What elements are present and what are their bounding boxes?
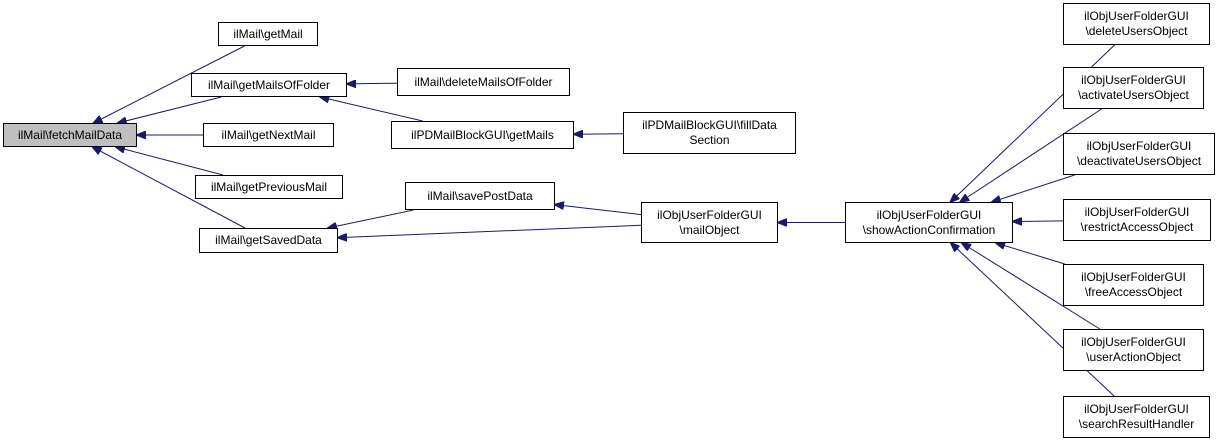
edge-getPreviousMail-to-fetchMailData: [116, 147, 224, 176]
edge-savePostData-to-getSavedData: [328, 209, 414, 228]
node-label-line: ilPDMailBlockGUI\fillData: [642, 118, 777, 132]
node-label-line: \userActionObject: [1086, 350, 1181, 364]
edge-deactivateUsersObject-to-showActionConfirmation: [992, 174, 1075, 202]
node-label-line: \showActionConfirmation: [862, 222, 996, 237]
node-label-line: ilMail\getNextMail: [221, 127, 316, 142]
node-ilobjuserfoldergui-restrictaccessobject[interactable]: ilObjUserFolderGUI \restrictAccessObject: [1063, 199, 1211, 241]
node-ilobjuserfoldergui-searchresulthandler[interactable]: ilObjUserFolderGUI \searchResultHandler: [1063, 396, 1210, 438]
node-label-line: \freeAccessObject: [1084, 285, 1183, 299]
node-label-line: ilObjUserFolderGUI: [876, 207, 982, 222]
edge-mailObject-to-getSavedData: [338, 224, 642, 237]
node-label-line: ilObjUserFolderGUI: [1084, 205, 1190, 219]
node-ilpdmailblockgui-getmails[interactable]: ilPDMailBlockGUI\getMails: [391, 121, 574, 149]
node-ilmail-deletemailsoffolder[interactable]: ilMail\deleteMailsOfFolder: [397, 68, 570, 96]
node-ilobjuserfoldergui-activateusersobject[interactable]: ilObjUserFolderGUI \activateUsersObject: [1063, 67, 1204, 109]
node-label-line: ilObjUserFolderGUI: [1086, 139, 1192, 153]
edge-userActionObject-to-showActionConfirmation: [962, 243, 1101, 330]
node-ilobjuserfoldergui-useractionobject[interactable]: ilObjUserFolderGUI \userActionObject: [1063, 329, 1204, 371]
node-ilobjuserfoldergui-deleteusersobject[interactable]: ilObjUserFolderGUI \deleteUsersObject: [1063, 3, 1210, 45]
node-label-line: ilMail\getMail: [233, 26, 303, 41]
node-label-line: ilObjUserFolderGUI: [1084, 402, 1189, 416]
node-ilmail-fetchmaildata[interactable]: ilMail\fetchMailData: [3, 123, 137, 147]
node-label-line: \restrictAccessObject: [1080, 220, 1194, 234]
node-label-line: \searchResultHandler: [1078, 417, 1195, 431]
edge-deleteMailsOfFolder-to-getMailsOfFolder: [347, 83, 398, 84]
node-label-line: ilPDMailBlockGUI\getMails: [411, 127, 554, 142]
edge-freeAccessObject-to-showActionConfirmation: [996, 243, 1065, 265]
node-label-line: ilMail\getSavedData: [215, 233, 322, 247]
edge-activateUsersObject-to-showActionConfirmation: [960, 108, 1102, 202]
node-ilmail-savepostdata[interactable]: ilMail\savePostData: [405, 182, 555, 210]
edge-getMailsOfFolder-to-fetchMailData: [118, 96, 222, 123]
edge-mailObject-to-savePostData: [555, 205, 642, 216]
node-label-line: ilMail\deleteMailsOfFolder: [414, 74, 553, 89]
node-ilmail-getmail[interactable]: ilMail\getMail: [218, 22, 318, 46]
node-label-line: ilMail\fetchMailData: [17, 127, 123, 142]
node-label-line: ilObjUserFolderGUI: [1081, 270, 1186, 284]
node-ilobjuserfoldergui-freeaccessobject[interactable]: ilObjUserFolderGUI \freeAccessObject: [1063, 264, 1204, 306]
node-label-line: ilMail\savePostData: [427, 188, 533, 203]
node-ilmail-getmailsoffolder[interactable]: ilMail\getMailsOfFolder: [191, 73, 347, 97]
edge-getSavedData-to-fetchMailData: [93, 147, 246, 229]
edge-getMail-to-fetchMailData: [94, 45, 245, 123]
node-label-line: \deleteUsersObject: [1085, 24, 1188, 38]
node-label-line: Section: [689, 133, 730, 147]
node-ilobjuserfoldergui-showactionconfirmation[interactable]: ilObjUserFolderGUI \showActionConfirmati…: [845, 202, 1013, 243]
node-label-line: ilMail\getMailsOfFolder: [207, 77, 331, 92]
node-ilmail-getpreviousmail[interactable]: ilMail\getPreviousMail: [195, 175, 343, 199]
node-ilmail-getsaveddata[interactable]: ilMail\getSavedData: [199, 228, 338, 253]
node-ilmail-getnextmail[interactable]: ilMail\getNextMail: [203, 123, 334, 147]
node-label-line: \activateUsersObject: [1078, 88, 1189, 102]
edge-restrictAccessObject-to-showActionConfirmation: [1013, 221, 1064, 222]
node-ilpdmailblockgui-filldatasection[interactable]: ilPDMailBlockGUI\fillData Section: [623, 112, 796, 154]
node-label-line: ilObjUserFolderGUI: [1084, 9, 1189, 23]
node-label-line: ilObjUserFolderGUI: [1081, 335, 1186, 349]
node-label-line: ilObjUserFolderGUI: [1081, 73, 1186, 87]
edge-pdGetMails-to-getMailsOfFolder: [320, 97, 423, 122]
node-label-line: ilMail\getPreviousMail: [210, 179, 328, 194]
node-label-line: \deactivateUsersObject: [1076, 154, 1202, 168]
node-label-line: ilObjUserFolderGUI: [657, 207, 762, 222]
node-ilobjuserfoldergui-mailobject[interactable]: ilObjUserFolderGUI \mailObject: [641, 202, 778, 243]
node-ilobjuserfoldergui-deactivateusersobject[interactable]: ilObjUserFolderGUI \deactivateUsersObjec…: [1063, 133, 1215, 175]
node-label-line: \mailObject: [679, 222, 740, 237]
